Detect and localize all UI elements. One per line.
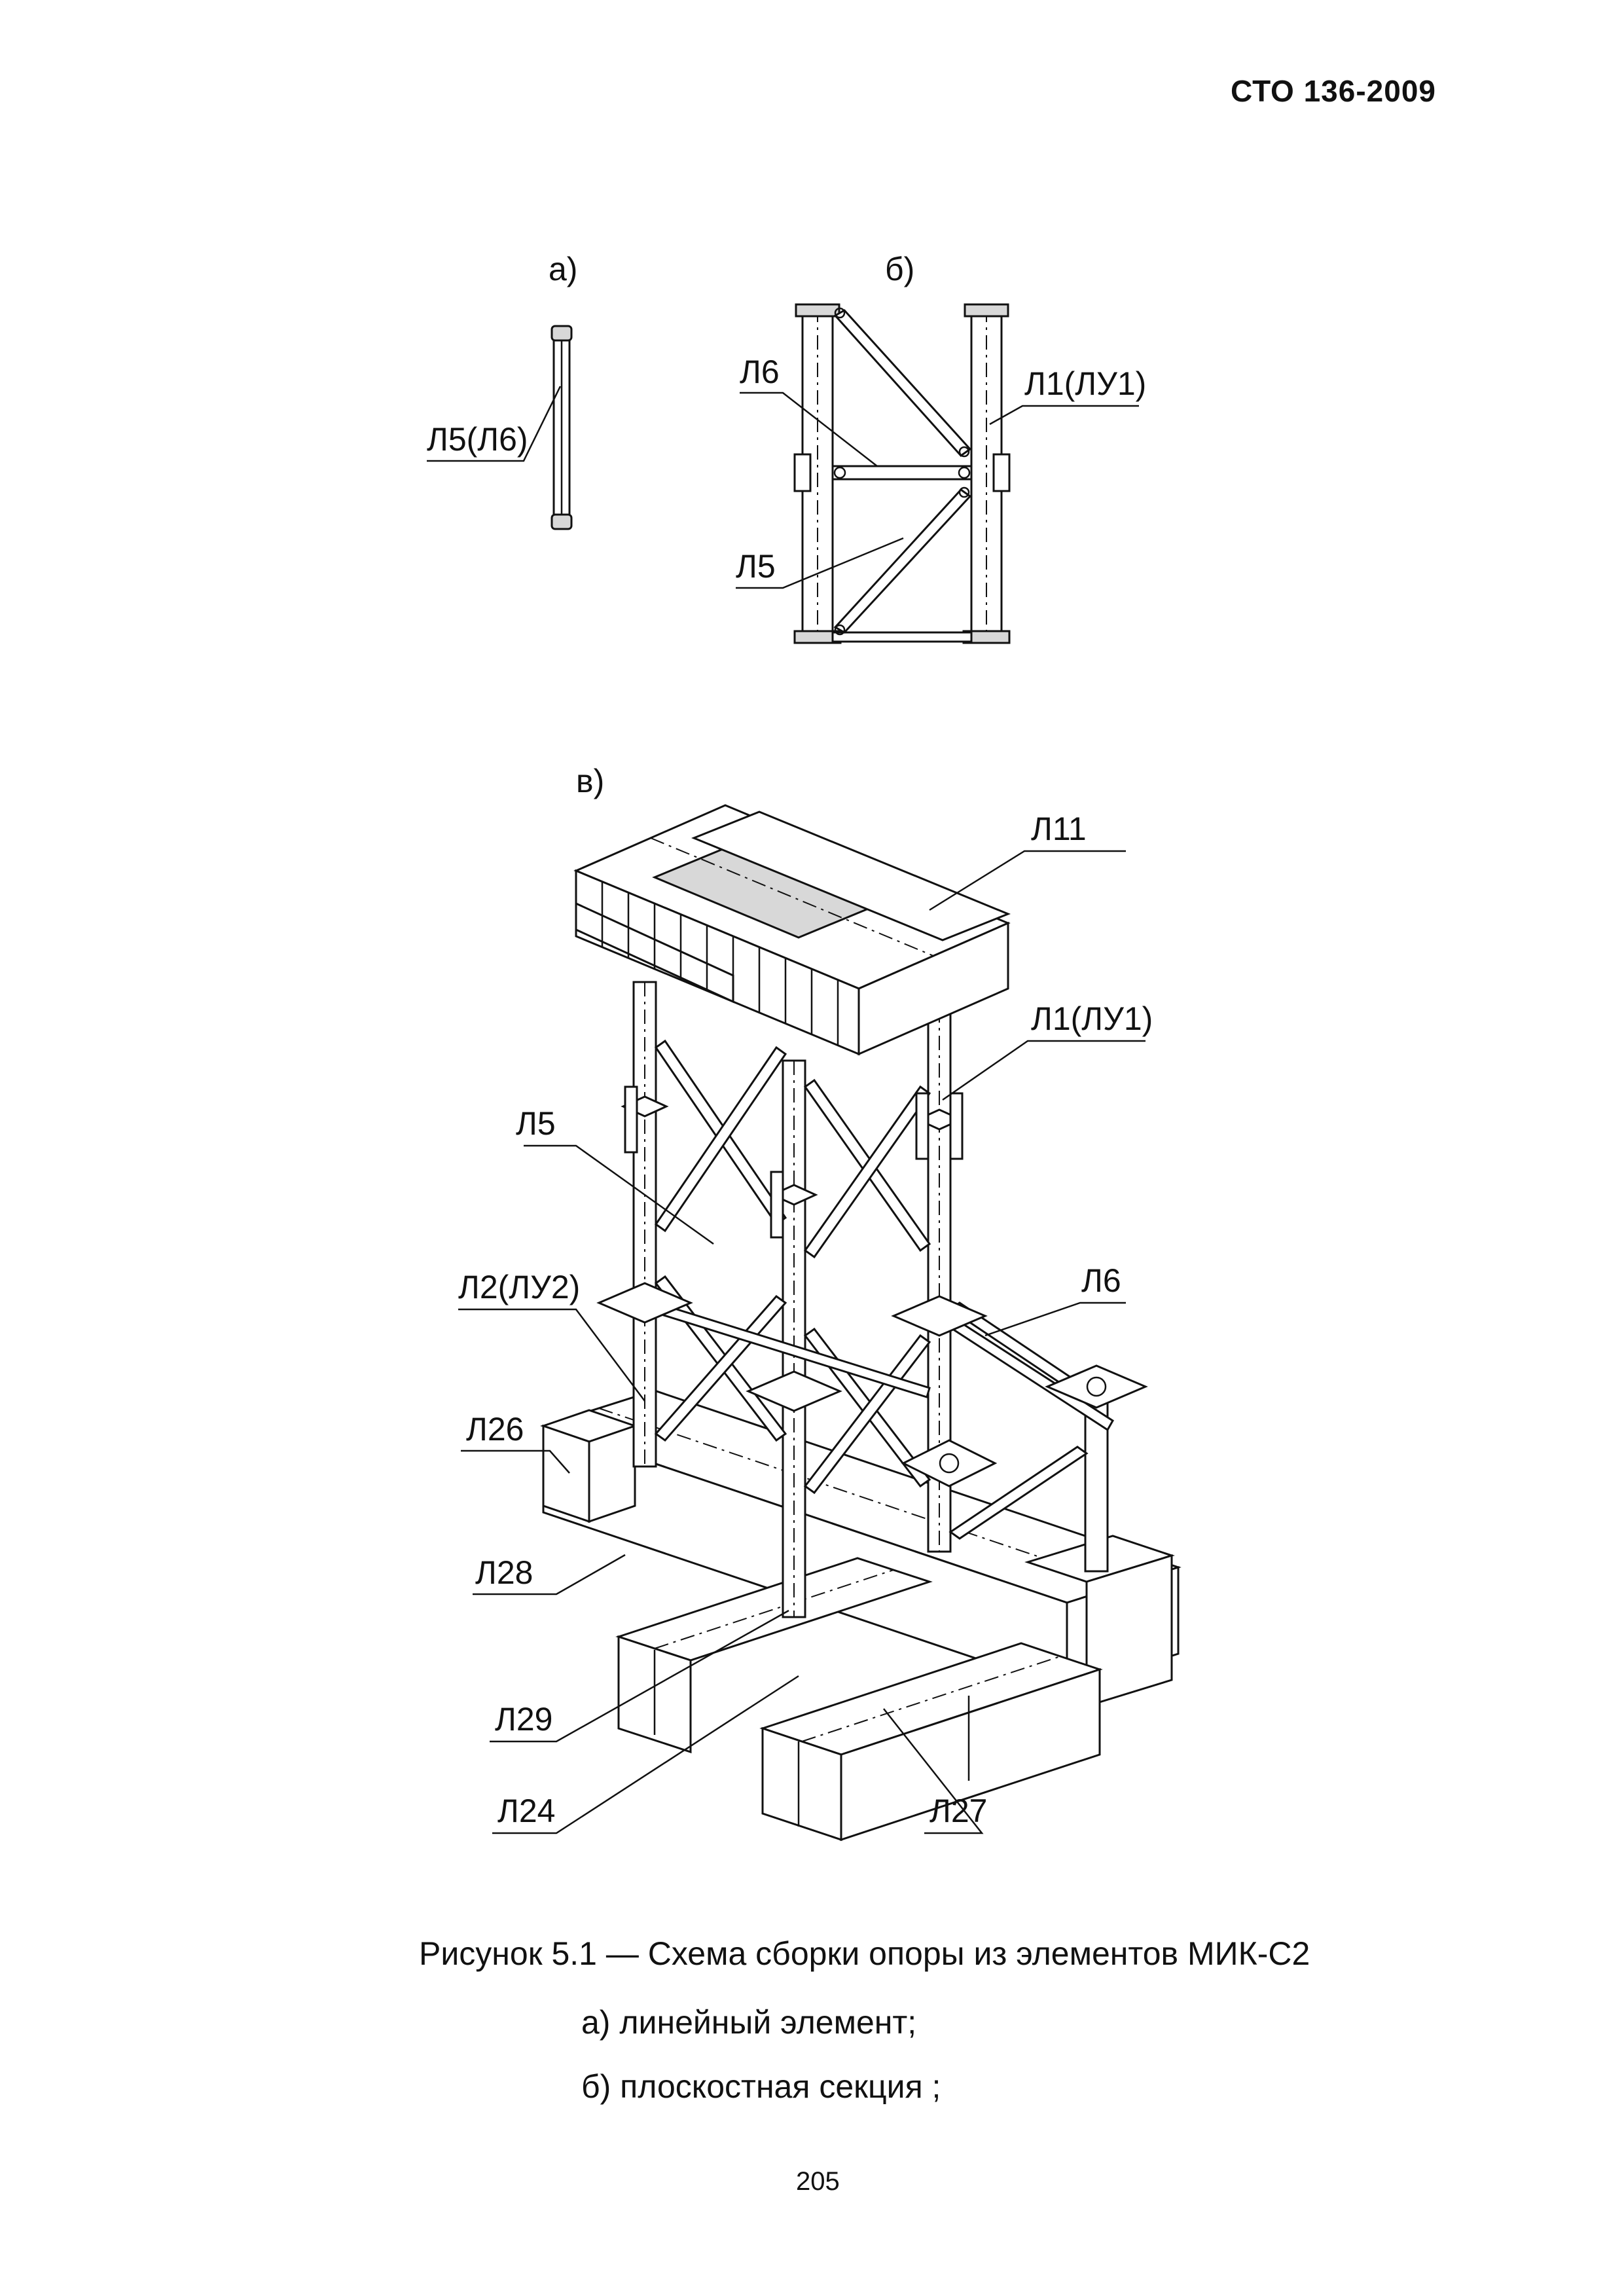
page-number: 205 xyxy=(796,2167,840,2196)
callout-c-l28: Л28 xyxy=(475,1554,533,1591)
beam-l26 xyxy=(540,1409,638,1523)
callout-c-l1-lu1: Л1(ЛУ1) xyxy=(1031,1000,1153,1037)
panel-c-support-assembly: в) xyxy=(458,763,1182,1842)
node-plates xyxy=(596,1085,1148,1487)
tower-legs xyxy=(632,981,1109,1618)
callout-c-l5: Л5 xyxy=(516,1105,556,1142)
panel-b-planar-section: б) xyxy=(736,251,1146,644)
callout-c-l29: Л29 xyxy=(495,1701,552,1738)
figure-caption-item-b: б) плоскостная секция ; xyxy=(581,2068,941,2105)
callout-c-l2-lu2: Л2(ЛУ2) xyxy=(458,1269,580,1305)
top-frame-l11 xyxy=(573,804,1011,1056)
callout-c-l26: Л26 xyxy=(466,1411,524,1448)
panel-b-label: б) xyxy=(885,251,914,287)
tower-bracing xyxy=(652,1039,1115,1540)
callout-c-l6: Л6 xyxy=(1081,1262,1121,1299)
document-code: СТО 136-2009 xyxy=(1231,74,1436,108)
panel-a-linear-element: а) Л5(Л6) xyxy=(427,251,577,530)
panel-c-label: в) xyxy=(576,763,604,799)
callout-c-l11: Л11 xyxy=(1031,811,1087,847)
panel-c-callout-leaders xyxy=(458,850,1146,1834)
figure-5-1-drawing: а) Л5(Л6) б) xyxy=(427,251,1182,1842)
callout-b-l5: Л5 xyxy=(736,548,776,585)
figure-caption-title: Рисунок 5.1 — Схема сборки опоры из элем… xyxy=(419,1935,1310,1972)
callout-a-l5-l6: Л5(Л6) xyxy=(427,421,528,458)
panel-a-label: а) xyxy=(549,251,577,287)
base-beams xyxy=(540,1389,1182,1842)
callout-c-l27: Л27 xyxy=(929,1793,987,1829)
callout-b-l6: Л6 xyxy=(740,354,780,390)
callout-c-l24: Л24 xyxy=(497,1793,555,1829)
figure-caption-item-a: а) линейный элемент; xyxy=(581,2004,917,2041)
callout-b-l1-lu1: Л1(ЛУ1) xyxy=(1024,365,1146,402)
